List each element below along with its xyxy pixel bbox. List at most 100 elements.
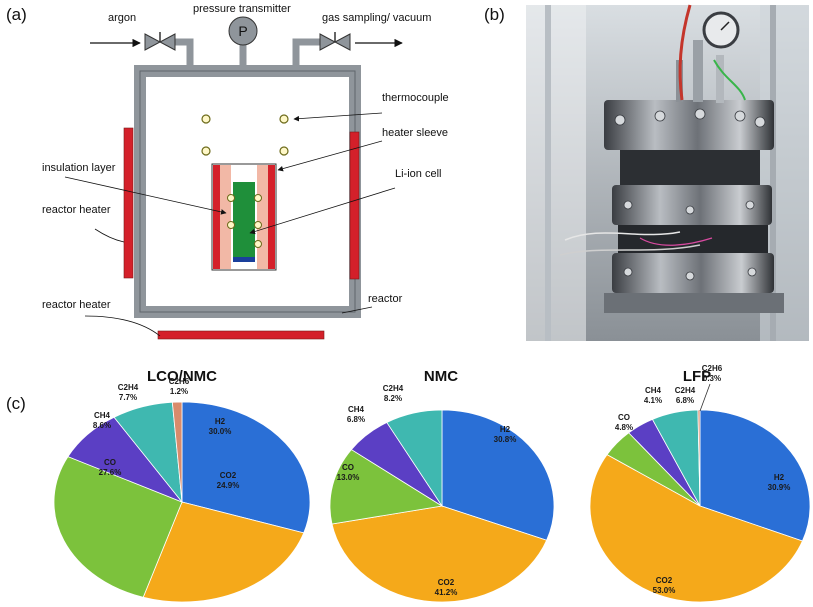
- photo-body-shadow: [620, 150, 760, 185]
- thermocouple-dot: [279, 114, 289, 124]
- photo-tube: [693, 40, 703, 102]
- photo-middle-flange: [612, 185, 772, 225]
- gauge-letter: P: [238, 23, 247, 39]
- reactor-heater-bottom: [157, 330, 325, 340]
- thermocouple-dot: [254, 221, 262, 229]
- label-reactor-heater-bottom: reactor heater: [42, 299, 111, 311]
- pie-label-name: C2H6: [169, 377, 190, 386]
- pie-slice-h2: [699, 409, 811, 542]
- pie-label-value: 4.1%: [644, 396, 662, 405]
- pie-label-name: H2: [215, 417, 226, 426]
- pie-label-name: H2: [500, 425, 511, 434]
- photo-gauge-needle: [720, 21, 730, 31]
- pie-label-name: C2H4: [118, 383, 139, 392]
- pie-label-value: 30.8%: [494, 435, 517, 444]
- schematic-panel: (a) P: [6, 3, 449, 340]
- photo-green-wire: [713, 59, 746, 101]
- pie-title-lco-nmc: LCO/NMC: [147, 368, 217, 385]
- thermocouple-dot: [201, 146, 211, 156]
- photo-tube: [716, 55, 724, 103]
- label-argon: argon: [108, 12, 136, 24]
- photo-bolt: [623, 267, 633, 277]
- photo-base: [604, 293, 784, 313]
- pie-label-value: 53.0%: [653, 586, 676, 595]
- label-pressure-transmitter: pressure transmitter: [193, 3, 291, 15]
- photo-wire: [564, 231, 681, 241]
- photo-panel: (b): [484, 4, 809, 341]
- label-heater-sleeve: heater sleeve: [382, 127, 448, 139]
- reactor-heater-side-leader: [94, 228, 125, 243]
- pie-label-name: CO: [618, 413, 630, 422]
- photo-bolt: [685, 205, 695, 215]
- pie-title-lfp: LFP: [683, 368, 711, 385]
- insulation-left: [220, 165, 231, 269]
- pie-label-name: CO: [342, 463, 354, 472]
- photo-bolt: [747, 267, 757, 277]
- sampling-pipe: [292, 38, 320, 65]
- pie-slice-co: [53, 456, 183, 598]
- pie-slice-h2: [181, 401, 311, 534]
- photo-frame-rail: [545, 5, 551, 341]
- reactor-heater-left: [123, 127, 134, 279]
- pie-panel: (c) LCO/NMC NMC LFP H230.0%CO224.9%CO27.…: [6, 364, 811, 603]
- pie-slice-co2: [142, 501, 305, 603]
- insulation-right: [257, 165, 268, 269]
- thermocouple-dot: [227, 221, 235, 229]
- li-ion-cell: [233, 182, 255, 262]
- pie-slice-h2: [441, 409, 555, 541]
- pie-label-name: CO2: [438, 578, 455, 587]
- photo-bolt: [734, 110, 746, 122]
- pie-label-name: CO: [104, 458, 116, 467]
- pie-label-value: 27.6%: [99, 468, 122, 477]
- photo-wire: [639, 237, 713, 246]
- sampling-valve: [319, 32, 351, 51]
- thermocouple-dot: [227, 194, 235, 202]
- panel-label-b: (b): [484, 5, 505, 24]
- cell-base: [233, 257, 255, 262]
- photo-window-left: [526, 5, 586, 341]
- pie-slice-c2h6: [171, 401, 183, 503]
- photo-bolt: [694, 108, 706, 120]
- pie-slice-c2h4: [386, 409, 443, 508]
- thermocouple-dot: [254, 194, 262, 202]
- thermocouple-dot: [279, 146, 289, 156]
- pie-title-nmc: NMC: [424, 368, 458, 385]
- thermocouple-dot: [254, 240, 262, 248]
- li-ion-cell-leader: [249, 187, 396, 235]
- pie-label-name: CH4: [645, 386, 662, 395]
- label-reactor: reactor: [368, 293, 403, 305]
- thermocouple-leader: [293, 112, 383, 122]
- pie-label-name: C2H4: [675, 386, 696, 395]
- reactor-leader: [341, 306, 373, 314]
- pie-label-name: CO2: [220, 471, 237, 480]
- heater-sleeve-leader: [277, 140, 383, 172]
- photo-wire: [559, 244, 701, 256]
- pie-chart-lco-nmc: H230.0%CO224.9%CO27.6%CH48.6%C2H47.7%C2H…: [53, 377, 311, 603]
- argon-valve: [144, 32, 176, 51]
- photo-bolt: [614, 114, 626, 126]
- pie-label-value: 30.9%: [768, 483, 791, 492]
- photo-frame-rail: [770, 5, 776, 341]
- pie-label-value: 4.8%: [615, 423, 633, 432]
- photo-red-cable: [678, 4, 692, 101]
- photo-bolt: [654, 110, 666, 122]
- pie-slice-co: [329, 449, 444, 525]
- panel-label-c: (c): [6, 394, 26, 413]
- pie-label-value: 8.2%: [384, 394, 402, 403]
- pie-label-value: 41.2%: [435, 588, 458, 597]
- pie-label-value: 24.9%: [217, 481, 240, 490]
- photo-bolt: [754, 116, 766, 128]
- pie-label-value: 6.8%: [347, 415, 365, 424]
- pie-slice-co2: [331, 505, 548, 603]
- insulation-leader: [64, 176, 227, 215]
- pie-chart-lfp: H230.9%CO253.0%CO4.8%CH44.1%C2H46.8%C2H6…: [589, 364, 811, 603]
- photo-bolt: [685, 271, 695, 281]
- heater-sleeve-left: [213, 165, 220, 269]
- label-insulation-layer: insulation layer: [42, 162, 116, 174]
- thermocouple-dot: [201, 114, 211, 124]
- photo-bolt: [745, 200, 755, 210]
- pie-label-name: CH4: [94, 411, 111, 420]
- pressure-gauge: [228, 16, 258, 46]
